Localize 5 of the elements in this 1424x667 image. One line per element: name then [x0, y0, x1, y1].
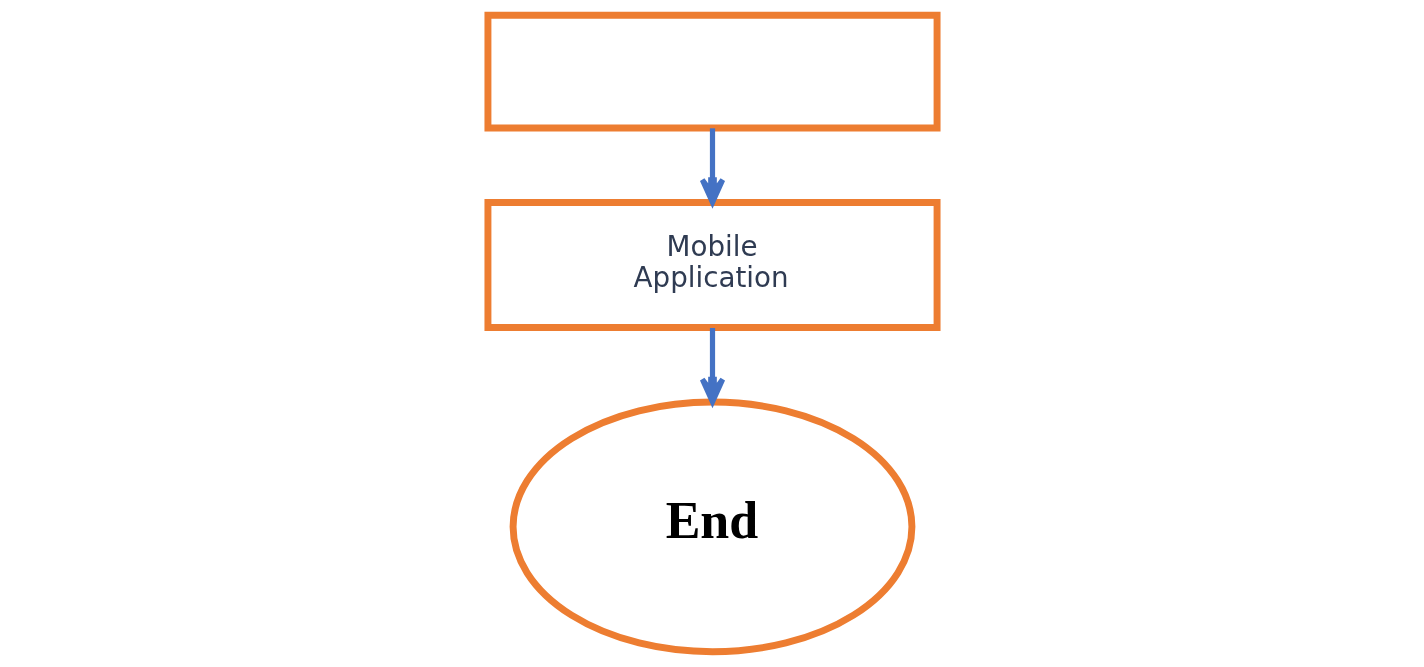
node-ellipse: End [509, 398, 915, 656]
arrow [699, 128, 725, 206]
node-box: Mobile Application [483, 199, 941, 331]
node-box [483, 11, 941, 132]
arrow [699, 327, 725, 405]
